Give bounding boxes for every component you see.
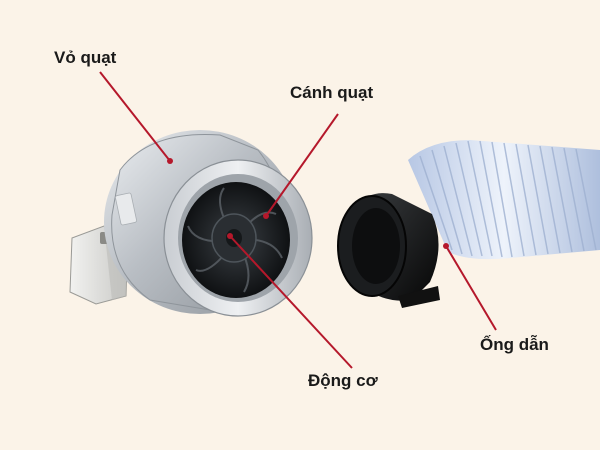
pointer-duct bbox=[445, 245, 497, 331]
pointer-housing bbox=[99, 71, 171, 162]
pointer-blade bbox=[265, 113, 339, 217]
label-motor: Động cơ bbox=[308, 371, 378, 390]
pointer-motor bbox=[229, 235, 353, 369]
label-duct: Ống dẫn bbox=[480, 335, 549, 354]
pointer-lines bbox=[99, 71, 497, 369]
impeller bbox=[182, 182, 290, 298]
label-housing: Vỏ quạt bbox=[54, 48, 117, 67]
label-blade: Cánh quạt bbox=[290, 83, 374, 102]
duct-connector bbox=[337, 193, 440, 308]
flexible-duct bbox=[408, 140, 600, 260]
